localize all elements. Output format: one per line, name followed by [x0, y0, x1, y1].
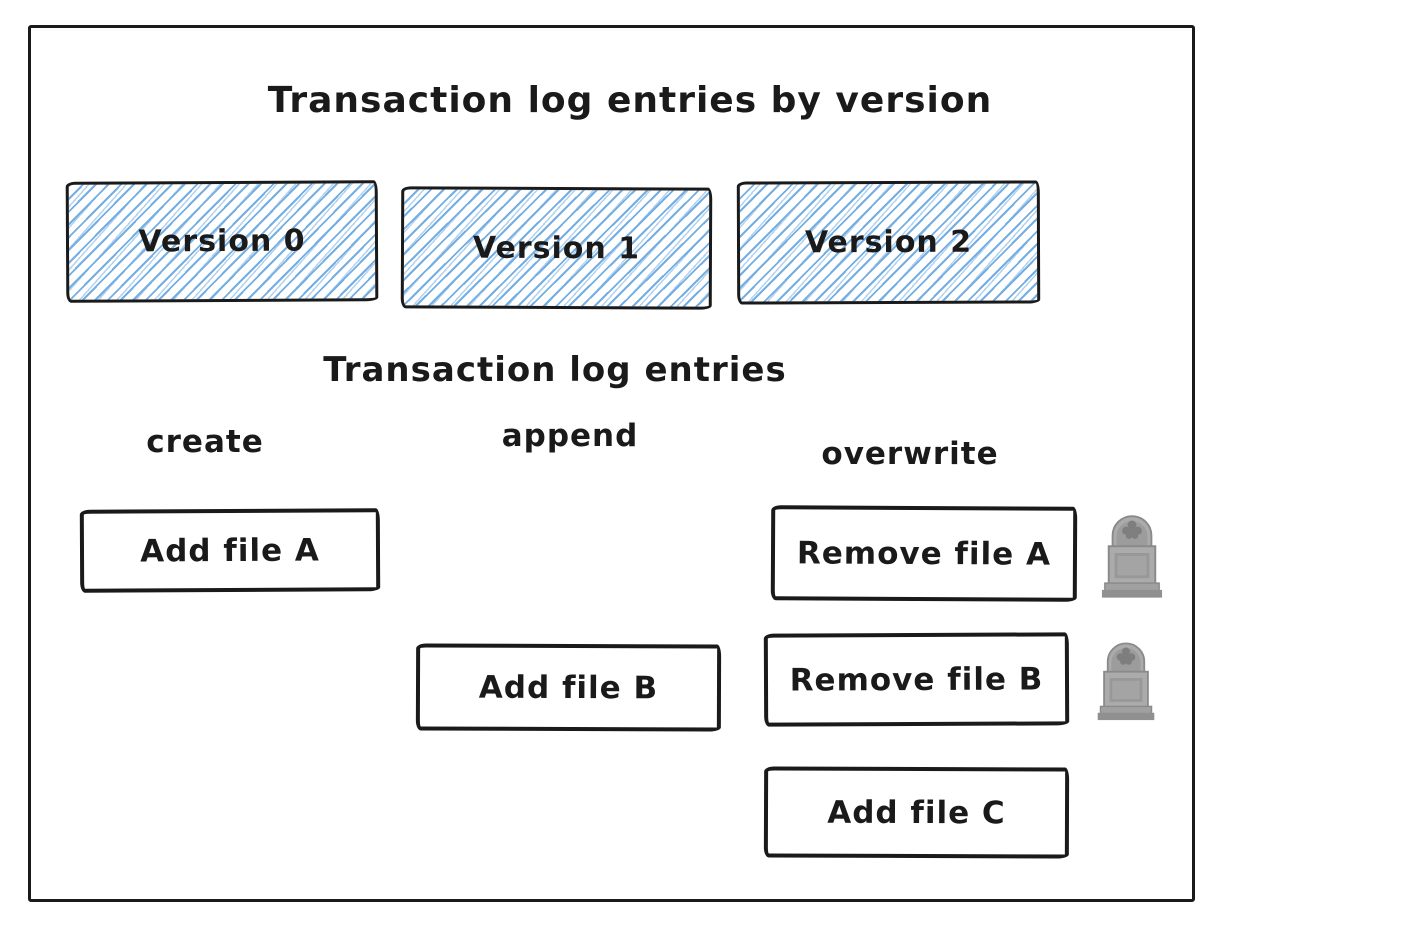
entry-box-add-file-b: Add file B	[415, 643, 722, 732]
version-box-0: Version 0	[65, 180, 379, 303]
entry-remove-file-b-label: Remove file B	[789, 660, 1044, 699]
tombstone-icon	[1097, 642, 1155, 721]
entry-box-remove-file-b: Remove file B	[763, 632, 1070, 727]
version-0-label: Version 0	[138, 223, 306, 260]
entry-add-file-b-label: Add file B	[478, 669, 659, 706]
entry-box-add-file-a: Add file A	[79, 508, 381, 593]
entry-box-remove-file-a: Remove file A	[770, 505, 1078, 602]
entry-box-add-file-c: Add file C	[763, 766, 1070, 859]
column-label-overwrite: overwrite	[821, 436, 999, 472]
diagram-title: Transaction log entries by version	[267, 80, 993, 121]
entry-add-file-c-label: Add file C	[827, 794, 1006, 831]
entry-add-file-a-label: Add file A	[140, 532, 320, 569]
entry-remove-file-a-label: Remove file A	[796, 534, 1052, 573]
section-subtitle: Transaction log entries	[323, 350, 787, 390]
tombstone-icon	[1101, 515, 1163, 598]
version-2-label: Version 2	[804, 224, 973, 261]
column-label-append: append	[501, 418, 639, 454]
column-label-create: create	[146, 424, 264, 460]
diagram-frame	[28, 25, 1195, 902]
version-box-1: Version 1	[400, 186, 713, 310]
version-box-2: Version 2	[736, 180, 1041, 305]
version-1-label: Version 1	[472, 230, 641, 266]
